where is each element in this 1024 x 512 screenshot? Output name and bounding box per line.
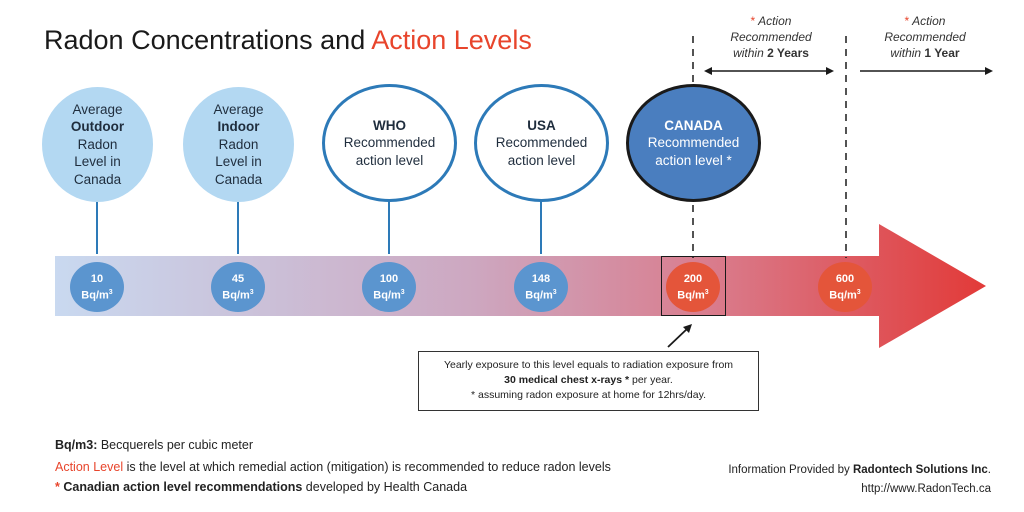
note-pointer-arrow [667,327,689,348]
action-two-years-label: * Action Recommended within 2 Years [730,14,812,60]
canada-highlight-box [661,256,726,316]
action-one-year-label: * Action Recommended within 1 Year [884,14,966,60]
exposure-note: Yearly exposure to this level equals to … [418,351,759,411]
page-title: Radon Concentrations and Action Levels [44,25,532,55]
legend-canadian: * Canadian action level recommendations … [55,480,468,494]
legend-units: Bq/m3: Becquerels per cubic meter [55,438,254,452]
legend-action-level: Action Level is the level at which remed… [55,460,611,474]
credit-url[interactable]: http://www.RadonTech.ca [861,483,991,495]
credit-provider: Information Provided by Radontech Soluti… [728,464,991,476]
